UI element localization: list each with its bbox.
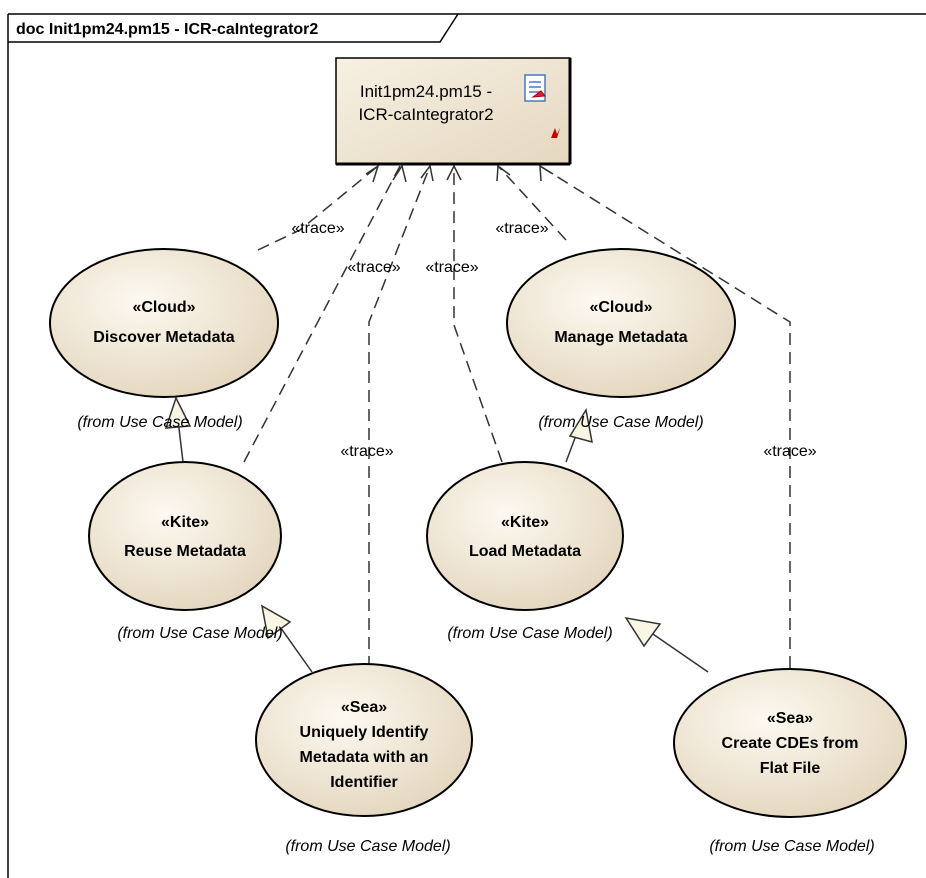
arrowhead-load <box>446 164 462 181</box>
generalization-arrow-create-load <box>624 616 662 648</box>
usecase-origin-label: (from Use Case Model) <box>117 625 282 642</box>
trace-load <box>453 166 503 463</box>
usecase-load-metadata[interactable]: «Kite» Load Metadata <box>426 461 624 611</box>
trace-create <box>539 165 791 668</box>
artifact-marker-icon <box>551 128 560 138</box>
trace-label-manage: «trace» <box>495 220 548 237</box>
artifact-box[interactable]: Init1pm24.pm15 - ICR-caIntegrator2 <box>335 57 572 166</box>
usecase-discover-metadata[interactable]: «Cloud» Discover Metadata <box>49 248 279 398</box>
arrowhead-discover <box>365 164 380 183</box>
usecase-stereotype: «Cloud» <box>589 299 652 316</box>
arrowhead-manage <box>496 164 511 182</box>
trace-label-load: «trace» <box>425 259 478 276</box>
trace-label-create: «trace» <box>763 443 816 460</box>
usecase-name: Manage Metadata <box>554 329 687 346</box>
trace-manage <box>497 165 567 241</box>
usecase-name-line3: Identifier <box>330 774 398 791</box>
arrowhead-create <box>539 164 554 182</box>
usecase-name: Discover Metadata <box>93 329 234 346</box>
usecase-origin-label: (from Use Case Model) <box>77 414 242 431</box>
usecase-origin-label: (from Use Case Model) <box>709 838 874 855</box>
trace-label-uniquely: «trace» <box>340 443 393 460</box>
usecase-stereotype: «Kite» <box>161 514 209 531</box>
usecase-name-line2: Metadata with an <box>300 749 429 766</box>
trace-labels: «trace» «trace» «trace» «trace» «trace» … <box>291 220 816 460</box>
usecase-origin-label: (from Use Case Model) <box>285 838 450 855</box>
arrowhead-uniquely <box>420 164 434 182</box>
usecase-stereotype: «Kite» <box>501 514 549 531</box>
usecase-stereotype: «Sea» <box>341 699 387 716</box>
generalization-arrow-reuse-discover <box>164 396 192 429</box>
usecase-name-line2: Flat File <box>760 760 821 777</box>
document-icon <box>524 74 546 102</box>
usecase-name: Reuse Metadata <box>124 543 246 560</box>
generalization-arrow-load-manage <box>568 407 593 444</box>
usecase-create-cdes[interactable]: «Sea» Create CDEs from Flat File <box>673 668 907 818</box>
usecase-reuse-metadata[interactable]: «Kite» Reuse Metadata <box>88 461 282 611</box>
diagram-frame: doc Init1pm24.pm15 - ICR-caIntegrator2 <box>7 13 926 878</box>
usecase-name-line1: Create CDEs from <box>722 735 859 752</box>
artifact-name-line1: Init1pm24.pm15 - <box>360 82 492 101</box>
trace-uniquely <box>368 165 431 668</box>
usecase-manage-metadata[interactable]: «Cloud» Manage Metadata <box>506 248 736 398</box>
trace-discover <box>257 165 379 251</box>
generalization-arrow-uniquely-reuse <box>260 604 292 640</box>
usecase-name: Load Metadata <box>469 543 581 560</box>
usecase-uniquely-identify-metadata[interactable]: «Sea» Uniquely Identify Metadata with an… <box>255 663 473 817</box>
artifact-name-line2: ICR-caIntegrator2 <box>358 105 493 124</box>
usecase-stereotype: «Sea» <box>767 710 813 727</box>
trace-label-discover: «trace» <box>291 220 344 237</box>
trace-label-reuse: «trace» <box>347 259 400 276</box>
usecase-stereotype: «Cloud» <box>132 299 195 316</box>
usecase-origin-label: (from Use Case Model) <box>538 414 703 431</box>
arrowhead-reuse <box>392 164 407 183</box>
trace-dependencies <box>243 164 791 668</box>
usecase-name-line1: Uniquely Identify <box>300 724 429 741</box>
generalizations <box>164 396 709 673</box>
usecase-origin-label: (from Use Case Model) <box>447 625 612 642</box>
frame-title: doc Init1pm24.pm15 - ICR-caIntegrator2 <box>16 21 318 38</box>
